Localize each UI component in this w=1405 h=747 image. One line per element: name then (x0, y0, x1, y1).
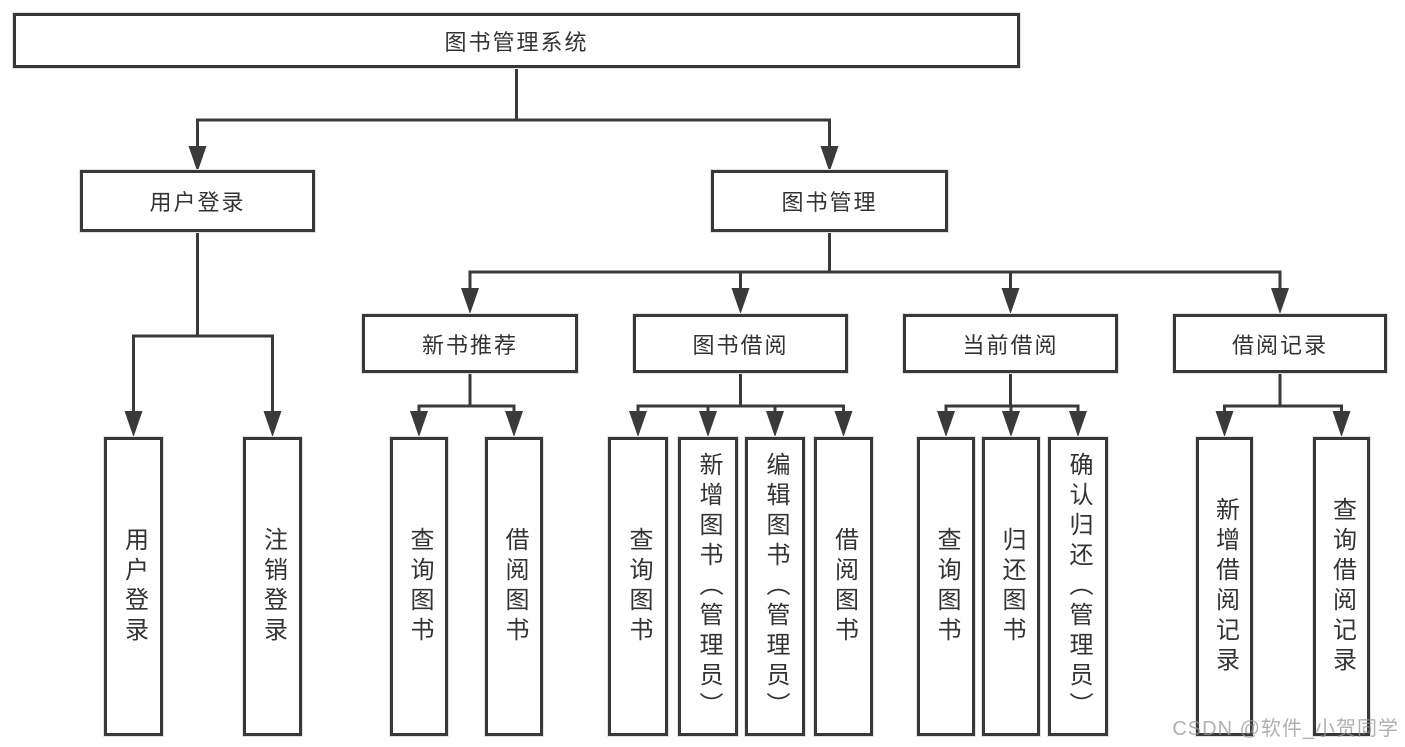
leaf-query-books: 查询图书 (608, 437, 668, 736)
connector-bookborrow-to-leaves (629, 373, 853, 437)
node-label: 新增借阅记录 (1211, 496, 1239, 677)
node-label: 查询借阅记录 (1328, 496, 1356, 677)
node-library-system: 图书管理系统 (13, 13, 1020, 68)
leaf-query-borrow-record: 查询借阅记录 (1313, 437, 1370, 736)
connector-records-to-leaves (1215, 373, 1351, 437)
node-label: 新书推荐 (421, 332, 518, 358)
node-label: 查询图书 (625, 526, 652, 647)
node-user-login: 用户登录 (80, 170, 315, 232)
leaf-borrow-books: 借阅图书 (814, 437, 873, 736)
leaf-user-login: 用户登录 (104, 437, 163, 736)
leaf-edit-books-admin: 编辑图书（管理员） (745, 437, 805, 736)
node-label: 注销登录 (259, 526, 287, 647)
node-label: 编辑图书（管理员） (762, 451, 789, 722)
connector-bookmgmt-to-level3 (461, 232, 1289, 314)
node-current-borrow: 当前借阅 (903, 314, 1118, 373)
leaf-add-books-admin: 新增图书（管理员） (678, 437, 738, 736)
node-label: 新增图书（管理员） (695, 451, 722, 722)
connector-newbook-to-leaves (410, 373, 523, 437)
node-new-book-recommend: 新书推荐 (362, 314, 578, 373)
node-label: 确认归还（管理员） (1065, 451, 1092, 722)
node-label: 查询图书 (933, 526, 960, 647)
leaf-query-books: 查询图书 (917, 437, 975, 736)
leaf-confirm-return-admin: 确认归还（管理员） (1048, 437, 1108, 736)
node-book-management: 图书管理 (711, 170, 948, 232)
leaf-return-books: 归还图书 (982, 437, 1040, 736)
node-label: 借阅图书 (830, 526, 858, 647)
leaf-query-books: 查询图书 (390, 437, 448, 736)
leaf-borrow-books: 借阅图书 (485, 437, 543, 736)
csdn-watermark: CSDN @软件_小贺同学 (1172, 718, 1399, 740)
node-label: 借阅记录 (1231, 332, 1328, 358)
leaf-add-borrow-record: 新增借阅记录 (1196, 437, 1253, 736)
node-label: 图书管理系统 (444, 29, 589, 55)
node-label: 用户登录 (120, 526, 148, 647)
node-label: 用户登录 (149, 190, 246, 215)
node-label: 当前借阅 (962, 332, 1059, 358)
node-label: 借阅图书 (501, 526, 528, 647)
node-borrow-records: 借阅记录 (1173, 314, 1387, 373)
node-label: 图书管理 (781, 190, 878, 215)
node-label: 查询图书 (406, 526, 433, 647)
connector-userlogin-to-leaves (124, 232, 282, 437)
node-label: 图书借阅 (692, 332, 789, 358)
node-label: 归还图书 (998, 526, 1025, 647)
leaf-logout: 注销登录 (243, 437, 302, 736)
node-book-borrow: 图书借阅 (633, 314, 848, 373)
connector-currentborrow-to-leaves (937, 373, 1087, 437)
connector-root-to-level2 (188, 68, 839, 172)
